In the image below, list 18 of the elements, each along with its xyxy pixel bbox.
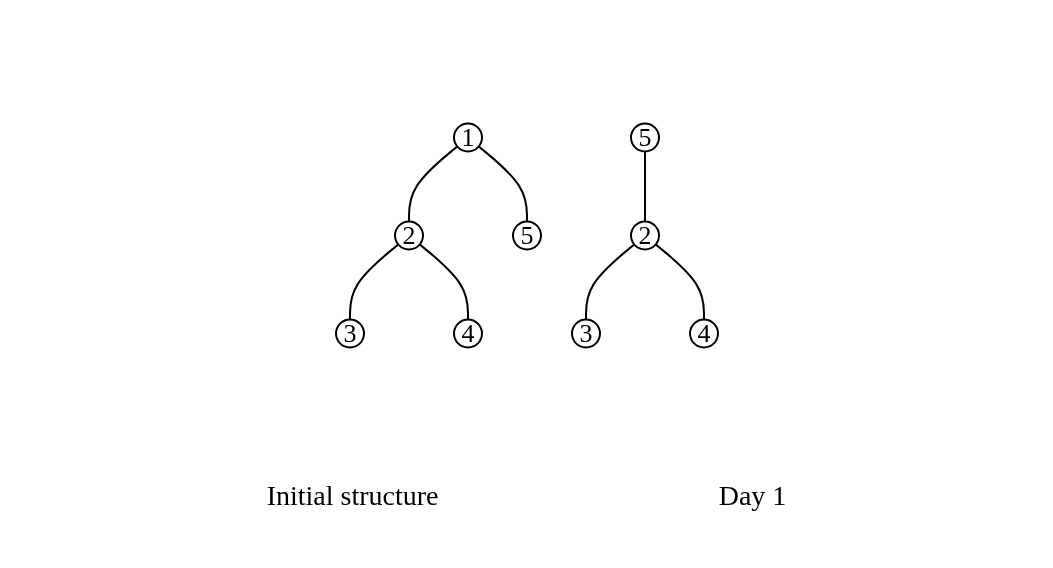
connector — [418, 242, 469, 320]
node-circle: 5 — [511, 220, 542, 250]
connector — [654, 242, 705, 320]
connector — [407, 144, 458, 222]
node-circle: 2 — [629, 220, 660, 250]
connector — [477, 144, 528, 222]
connector — [348, 242, 399, 320]
caption-text: Day 1 — [718, 480, 787, 512]
node-circle: 3 — [334, 318, 365, 348]
connector — [643, 150, 646, 222]
node-circle: 5 — [629, 122, 660, 152]
node-circle: 4 — [452, 318, 483, 348]
node-circle: 4 — [688, 318, 719, 348]
node-circle: 3 — [570, 318, 601, 348]
node-circle: 1 — [452, 122, 483, 152]
caption-text: Initial structure — [266, 480, 439, 512]
connector — [584, 242, 635, 320]
node-circle: 2 — [393, 220, 424, 250]
